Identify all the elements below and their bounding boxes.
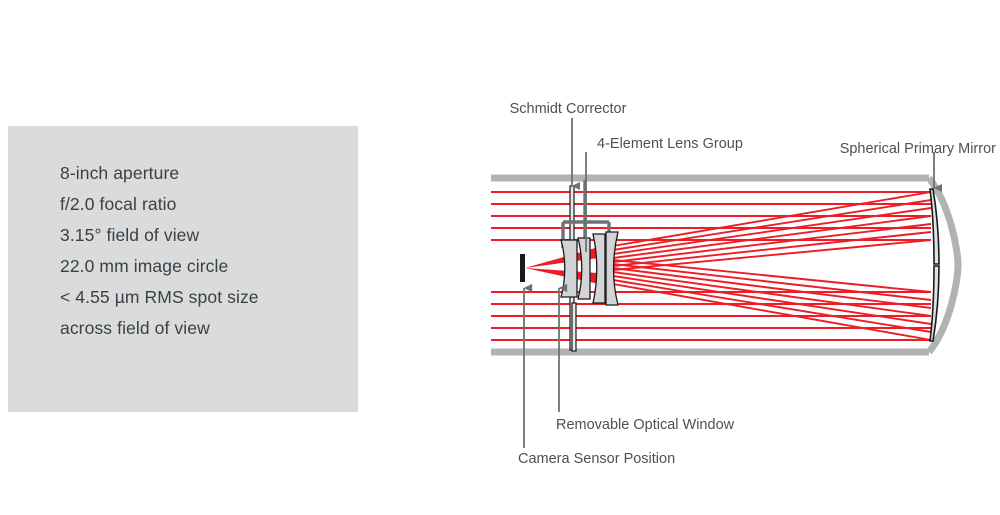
ray-ref-l5	[612, 267, 932, 309]
ray-ref-l1	[612, 283, 932, 341]
four-element-lens-group	[560, 231, 619, 306]
spec-item-focal-ratio: f/2.0 focal ratio	[60, 194, 177, 214]
ray-ref-l2	[612, 279, 932, 333]
ray-ref-l4	[612, 271, 932, 317]
spec-item-image-circle: 22.0 mm image circle	[60, 256, 229, 276]
ray-ref-u3	[612, 207, 932, 255]
lens-element-1	[560, 239, 578, 298]
corrector-element-upper	[569, 185, 575, 249]
ray-ref-u5	[612, 223, 932, 263]
camera-sensor-plane	[520, 254, 525, 282]
ray-ref-u4	[612, 215, 932, 259]
telescope-tube	[491, 174, 962, 356]
spec-item-aperture: 8-inch aperture	[60, 163, 180, 183]
ray-ref-u1	[612, 191, 932, 247]
ray-ref-l3	[612, 275, 932, 325]
optical-window-plate	[571, 302, 577, 352]
camera-sensor	[520, 254, 525, 282]
primary-mirror-segment-lower	[929, 265, 940, 342]
ray-ref-l7	[612, 259, 932, 293]
tube-rear-housing	[926, 175, 962, 355]
label-optical-window: Removable Optical Window	[556, 417, 735, 433]
ray-ref-u2	[612, 199, 932, 251]
spherical-primary-mirror	[929, 188, 940, 342]
specifications-panel: 8-inch aperture f/2.0 focal ratio 3.15° …	[8, 126, 358, 412]
lens-element-4	[605, 231, 619, 306]
spec-item-field-of-view: 3.15° field of view	[60, 225, 200, 245]
label-primary-mirror: Spherical Primary Mirror	[840, 141, 996, 157]
label-leader-lines	[523, 118, 943, 448]
ray-ref-u6	[612, 231, 932, 267]
removable-optical-window	[571, 302, 577, 352]
label-lens-group: 4-Element Lens Group	[597, 136, 743, 152]
lens-element-3	[592, 233, 606, 304]
primary-mirror-segment-upper	[929, 188, 940, 265]
spec-item-spot-size: < 4.55 µm RMS spot size across field of …	[60, 287, 259, 338]
specifications-list: 8-inch aperture f/2.0 focal ratio 3.15° …	[60, 158, 350, 344]
lens-element-2	[577, 237, 591, 300]
reflected-rays-lower	[612, 259, 932, 341]
ray-ref-l6	[612, 263, 932, 301]
label-camera-sensor: Camera Sensor Position	[518, 451, 675, 467]
label-schmidt-corrector: Schmidt Corrector	[510, 101, 627, 117]
